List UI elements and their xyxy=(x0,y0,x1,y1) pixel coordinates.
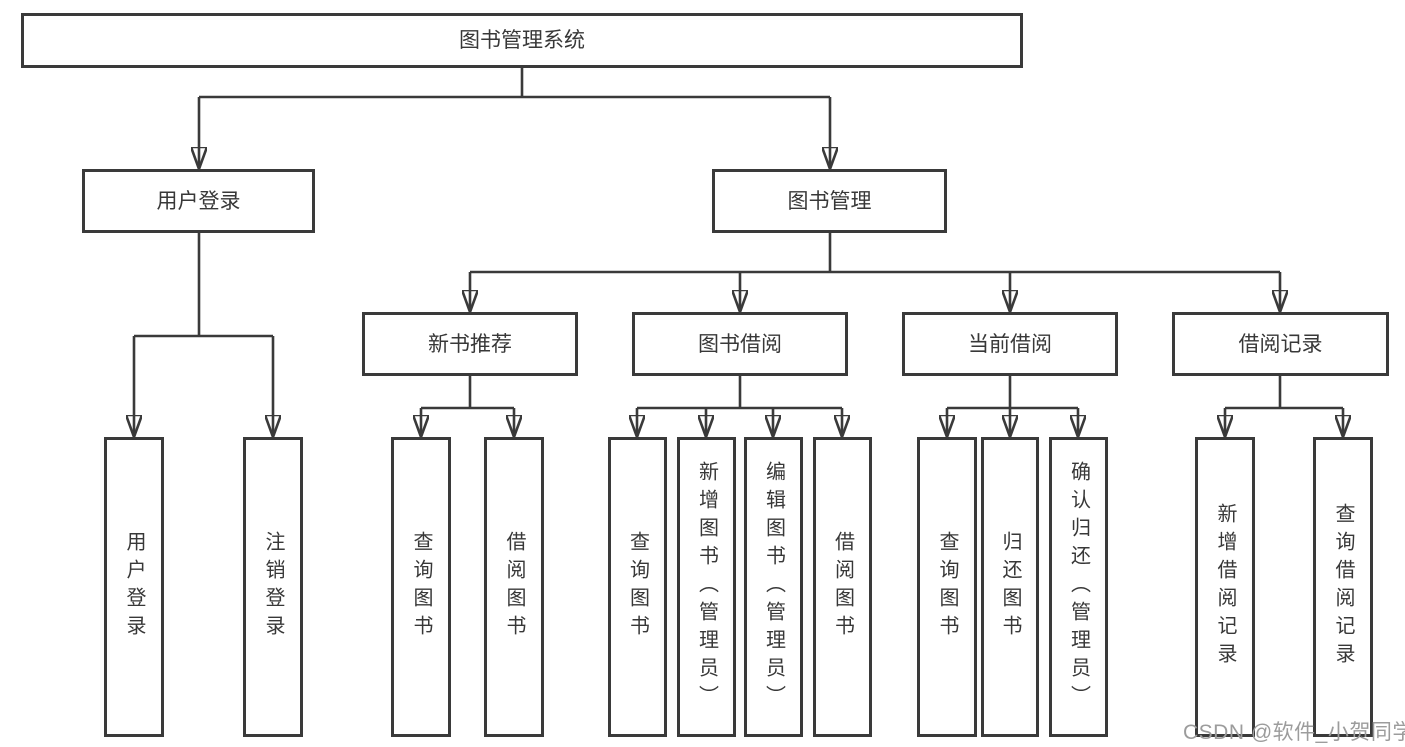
leaf-logout: 注销登录 xyxy=(243,437,303,737)
leaf-return-books-label: 归还图书 xyxy=(999,531,1021,643)
node-current-borrowing: 当前借阅 xyxy=(902,312,1118,376)
leaf-edit-books-admin: 编辑图书（管理员） xyxy=(744,437,803,737)
leaf-add-borrow-record-label: 新增借阅记录 xyxy=(1214,503,1236,671)
node-borrowing-records-label: 借阅记录 xyxy=(1238,332,1323,356)
node-current-borrowing-label: 当前借阅 xyxy=(968,332,1052,356)
leaf-query-books-current-label: 查询图书 xyxy=(936,531,958,643)
leaf-return-books: 归还图书 xyxy=(981,437,1039,737)
leaf-add-books-admin-label: 新增图书（管理员） xyxy=(695,461,718,713)
leaf-confirm-return-admin-label: 确认归还（管理员） xyxy=(1067,461,1090,713)
node-book-management-label: 图书管理 xyxy=(787,189,872,213)
node-book-borrowing-label: 图书借阅 xyxy=(698,332,782,356)
leaf-query-books-borrow: 查询图书 xyxy=(608,437,667,737)
leaf-user-login-label: 用户登录 xyxy=(123,531,145,643)
node-user-login: 用户登录 xyxy=(82,169,315,233)
leaf-edit-books-admin-label: 编辑图书（管理员） xyxy=(762,461,785,713)
leaf-add-borrow-record: 新增借阅记录 xyxy=(1195,437,1255,737)
leaf-borrow-books: 借阅图书 xyxy=(813,437,872,737)
node-book-management: 图书管理 xyxy=(712,169,947,233)
watermark: CSDN @软件_小贺同学 xyxy=(1183,721,1405,744)
leaf-add-books-admin: 新增图书（管理员） xyxy=(677,437,736,737)
leaf-query-books-borrow-label: 查询图书 xyxy=(626,531,649,643)
node-root: 图书管理系统 xyxy=(21,13,1023,68)
node-book-borrowing: 图书借阅 xyxy=(632,312,848,376)
leaf-borrow-books-recommend: 借阅图书 xyxy=(484,437,544,737)
node-borrowing-records: 借阅记录 xyxy=(1172,312,1389,376)
leaf-confirm-return-admin: 确认归还（管理员） xyxy=(1049,437,1108,737)
leaf-borrow-books-recommend-label: 借阅图书 xyxy=(503,531,525,643)
node-new-book-recommendation: 新书推荐 xyxy=(362,312,578,376)
leaf-logout-label: 注销登录 xyxy=(262,531,284,643)
leaf-borrow-books-label: 借阅图书 xyxy=(831,531,854,643)
leaf-query-books-current: 查询图书 xyxy=(917,437,977,737)
leaf-user-login: 用户登录 xyxy=(104,437,164,737)
leaf-query-books-recommend-label: 查询图书 xyxy=(410,531,432,643)
node-user-login-label: 用户登录 xyxy=(156,189,241,213)
leaf-query-borrow-record: 查询借阅记录 xyxy=(1313,437,1373,737)
leaf-query-books-recommend: 查询图书 xyxy=(391,437,451,737)
node-new-book-recommendation-label: 新书推荐 xyxy=(428,332,512,356)
leaf-query-borrow-record-label: 查询借阅记录 xyxy=(1332,503,1354,671)
node-root-label: 图书管理系统 xyxy=(459,29,585,52)
